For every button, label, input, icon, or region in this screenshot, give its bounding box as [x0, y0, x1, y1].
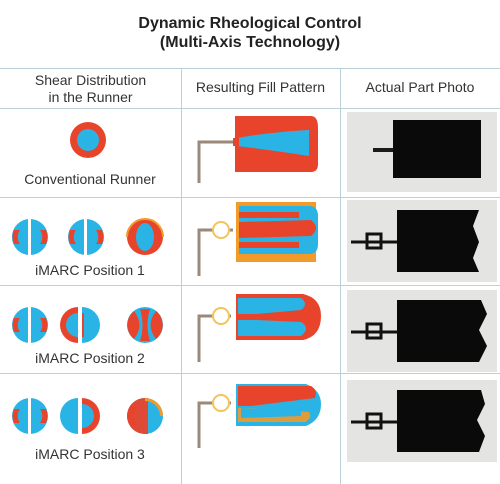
- fill-pattern-conventional: [197, 116, 318, 183]
- grid-line: [0, 68, 500, 69]
- fill-pattern-position-1: [197, 202, 318, 276]
- runner-section-position-3: [12, 397, 163, 435]
- part-photo-position-2: [347, 290, 497, 372]
- grid-line: [0, 285, 500, 286]
- header-shear-distribution: Shear Distribution in the Runner: [34, 72, 147, 105]
- grid-line: [181, 68, 182, 484]
- grid-line: [340, 68, 341, 484]
- part-photo-position-3: [347, 380, 497, 462]
- runner-section-conventional: [70, 122, 106, 158]
- runner-cross-sections: [12, 122, 164, 435]
- fill-pattern-position-3: [197, 384, 321, 448]
- title-line-2: (Multi-Axis Technology): [159, 34, 341, 51]
- row-label-position-3: iMARC Position 3: [35, 446, 145, 462]
- header-fill-pattern: Resulting Fill Pattern: [195, 79, 326, 95]
- part-photo-position-1: [347, 200, 497, 282]
- part-photos: [347, 112, 497, 462]
- part-photo-conventional: [347, 112, 497, 192]
- grid-line: [0, 108, 500, 109]
- row-label-conventional: Conventional Runner: [24, 171, 156, 187]
- fill-pattern-position-2: [197, 294, 321, 362]
- grid-line: [0, 373, 500, 374]
- runner-section-position-2: [12, 306, 163, 344]
- fill-patterns: [197, 116, 321, 448]
- grid-line: [0, 197, 500, 198]
- title-line-1: Dynamic Rheological Control: [138, 15, 362, 32]
- runner-section-position-1: [12, 218, 164, 256]
- row-label-position-1: iMARC Position 1: [35, 262, 145, 278]
- header-part-photo: Actual Part Photo: [365, 79, 475, 95]
- row-label-position-2: iMARC Position 2: [35, 350, 145, 366]
